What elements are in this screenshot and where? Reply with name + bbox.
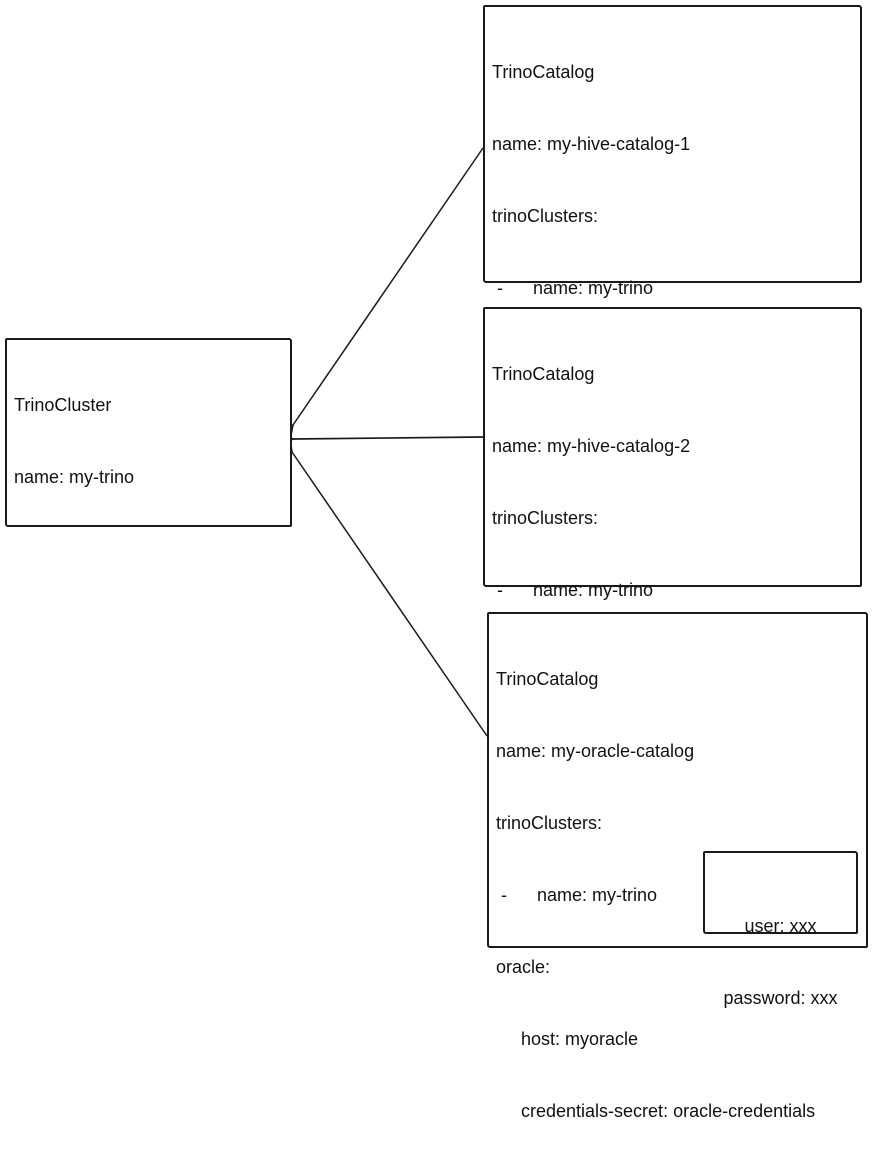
yaml-line: TrinoCluster xyxy=(14,395,112,415)
yaml-line: trinoClusters: xyxy=(492,508,599,528)
secret-line: password: xxx xyxy=(723,988,838,1008)
edge-oracle-catalog-to-cluster xyxy=(263,421,488,737)
yaml-line: credentials-secret: oracle-credentials xyxy=(496,1101,816,1121)
yaml-line: host: myoracle xyxy=(496,1029,639,1049)
edge-hive-catalog-2-to-cluster xyxy=(261,425,484,454)
diagram-canvas: TrinoCluster name: my-trino TrinoCatalog… xyxy=(5,5,868,1121)
yaml-line: name: my-hive-catalog-1 xyxy=(492,134,691,154)
yaml-line: name: my-oracle-catalog xyxy=(496,741,695,761)
secret-line: user: xxx xyxy=(744,916,817,936)
edge-hive-catalog-1-to-cluster xyxy=(266,147,484,458)
yaml-line: oracle: xyxy=(496,957,551,977)
trino-cluster-box: TrinoCluster name: my-trino xyxy=(5,338,292,527)
yaml-line: - name: my-trino xyxy=(496,885,658,905)
yaml-line: trinoClusters: xyxy=(496,813,603,833)
yaml-line: name: my-hive-catalog-2 xyxy=(492,436,691,456)
trino-catalog-box-hive-2: TrinoCatalog name: my-hive-catalog-2 tri… xyxy=(483,307,862,888)
yaml-line: name: my-trino xyxy=(14,467,135,487)
yaml-line: - name: my-trino xyxy=(492,278,654,298)
oracle-credentials-secret-box: user: xxx password: xxx xyxy=(703,851,858,1008)
yaml-line: TrinoCatalog xyxy=(492,364,595,384)
trino-catalog-box-hive-1: TrinoCatalog name: my-hive-catalog-1 tri… xyxy=(483,5,862,658)
yaml-line: - name: my-trino xyxy=(492,580,654,600)
yaml-line: TrinoCatalog xyxy=(496,669,599,689)
yaml-line: trinoClusters: xyxy=(492,206,599,226)
yaml-line: TrinoCatalog xyxy=(492,62,595,82)
